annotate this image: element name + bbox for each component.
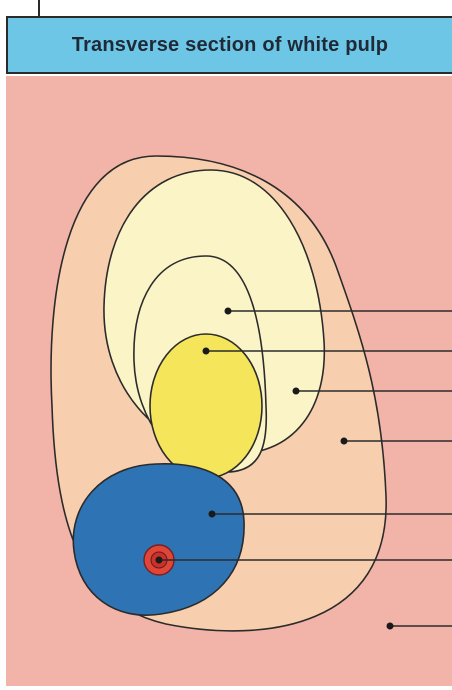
leader-dot bbox=[341, 438, 348, 445]
leader-dot bbox=[225, 308, 232, 315]
leader-dot bbox=[156, 557, 163, 564]
germinal-center bbox=[150, 334, 262, 478]
leader-dot bbox=[203, 348, 210, 355]
top-tick-mark bbox=[38, 0, 40, 16]
diagram-panel bbox=[6, 76, 452, 686]
leader-dot bbox=[293, 388, 300, 395]
diagram-title-text: Transverse section of white pulp bbox=[72, 34, 388, 57]
leader-dot bbox=[387, 623, 394, 630]
white-pulp-diagram bbox=[6, 76, 452, 686]
diagram-title: Transverse section of white pulp bbox=[6, 16, 452, 74]
leader-dot bbox=[209, 511, 216, 518]
